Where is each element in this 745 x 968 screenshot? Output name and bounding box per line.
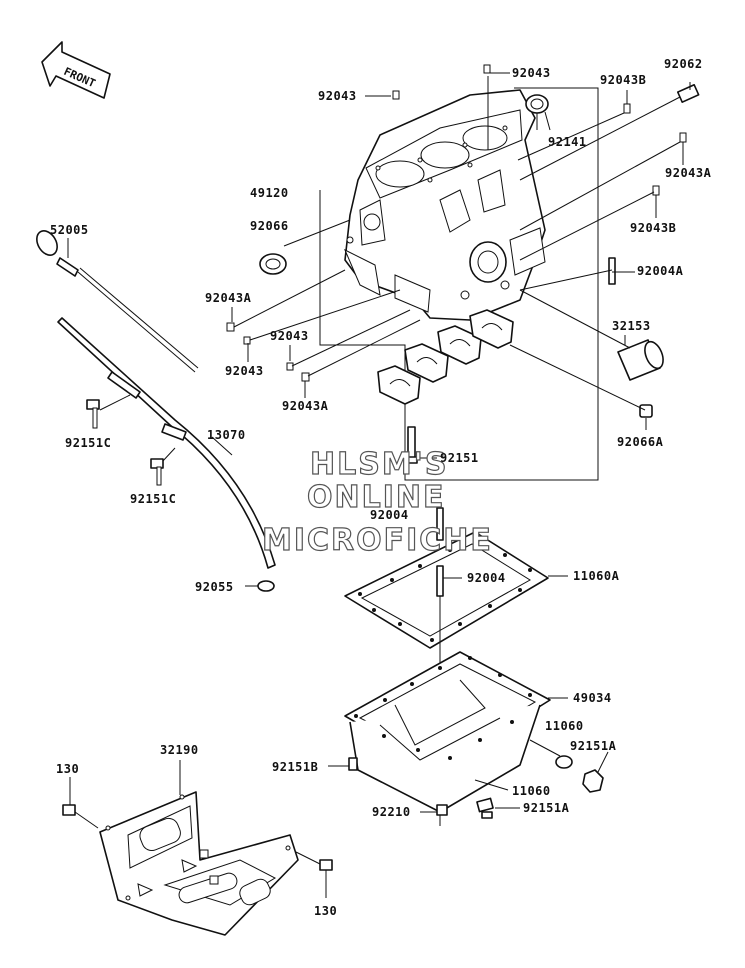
cylinder-block	[344, 89, 546, 321]
label-92004-low: 92004	[467, 571, 506, 585]
label-13070: 13070	[207, 428, 246, 442]
label-52005: 52005	[50, 223, 89, 237]
watermark-line-1: HLSM'S	[310, 447, 448, 482]
label-92043B-top: 92043B	[600, 73, 646, 87]
plug-92210	[420, 804, 448, 816]
label-11060A: 11060A	[573, 569, 620, 583]
label-92151B: 92151B	[272, 760, 318, 774]
bolt-92151C-2	[150, 458, 164, 486]
pipe-32153	[617, 339, 664, 381]
label-92151C-1: 92151C	[65, 436, 111, 450]
watermark: HLSM'S ONLINE MICROFICHE	[261, 446, 493, 558]
label-92043-top: 92043	[512, 66, 551, 80]
label-92043-low: 92043	[225, 364, 264, 378]
watermark-line-3: MICROFICHE	[262, 523, 493, 558]
label-92043B-right: 92043B	[630, 221, 676, 235]
block-bracket-lines	[319, 87, 599, 481]
label-32190: 32190	[160, 743, 199, 757]
bolt-92151B	[328, 757, 358, 771]
oil-seal-92141	[525, 94, 549, 114]
label-92210: 92210	[372, 805, 411, 819]
label-92066: 92066	[250, 219, 289, 233]
bolt-130-bottom	[295, 851, 333, 898]
label-11060-bottom: 11060	[512, 784, 551, 798]
label-49034: 49034	[573, 691, 612, 705]
cap-92066A	[639, 404, 653, 418]
oil-seal-92066	[259, 253, 287, 275]
part-labels: 92043 92043 92043B 92062 92141 49120 920…	[50, 57, 712, 918]
label-92066A: 92066A	[617, 435, 664, 449]
dipstick-guide-13070	[57, 317, 276, 592]
label-92151: 92151	[440, 451, 479, 465]
bolt-92062	[676, 83, 700, 103]
label-32153: 32153	[612, 319, 651, 333]
gasket-11060A	[344, 531, 568, 649]
label-130-top: 130	[56, 762, 79, 776]
label-49120: 49120	[250, 186, 289, 200]
oil-pan-49034	[344, 651, 568, 813]
bolt-92151C-1	[86, 399, 100, 429]
front-arrow-icon: FRONT	[41, 41, 111, 99]
watermark-line-2: ONLINE	[307, 480, 446, 515]
bolt-130-top	[62, 777, 99, 829]
label-92151C-2: 92151C	[130, 492, 176, 506]
stud-92004A	[608, 257, 616, 285]
plug-92151A-right	[582, 751, 609, 793]
label-92043A-left: 92043A	[205, 291, 252, 305]
label-92062: 92062	[664, 57, 703, 71]
label-92043A-low: 92043A	[282, 399, 329, 413]
plug-92151A-bottom	[476, 797, 520, 819]
label-92141: 92141	[548, 135, 587, 149]
label-92151A-bottom: 92151A	[523, 801, 570, 815]
washer-11060	[555, 755, 573, 769]
label-92004-up: 92004	[370, 508, 409, 522]
label-92151A-right: 92151A	[570, 739, 617, 753]
bearing-caps	[377, 309, 514, 405]
label-92055: 92055	[195, 580, 234, 594]
label-130-bottom: 130	[314, 904, 337, 918]
label-92043-mid: 92043	[270, 329, 309, 343]
skid-plate-32190	[99, 760, 299, 936]
dipstick-52005	[36, 230, 199, 373]
label-11060-right: 11060	[545, 719, 584, 733]
label-92004A: 92004A	[637, 264, 684, 278]
label-92043A-right: 92043A	[665, 166, 712, 180]
bolt-92151	[404, 426, 437, 464]
leader-lines-block	[231, 72, 691, 430]
label-92043-left: 92043	[318, 89, 357, 103]
